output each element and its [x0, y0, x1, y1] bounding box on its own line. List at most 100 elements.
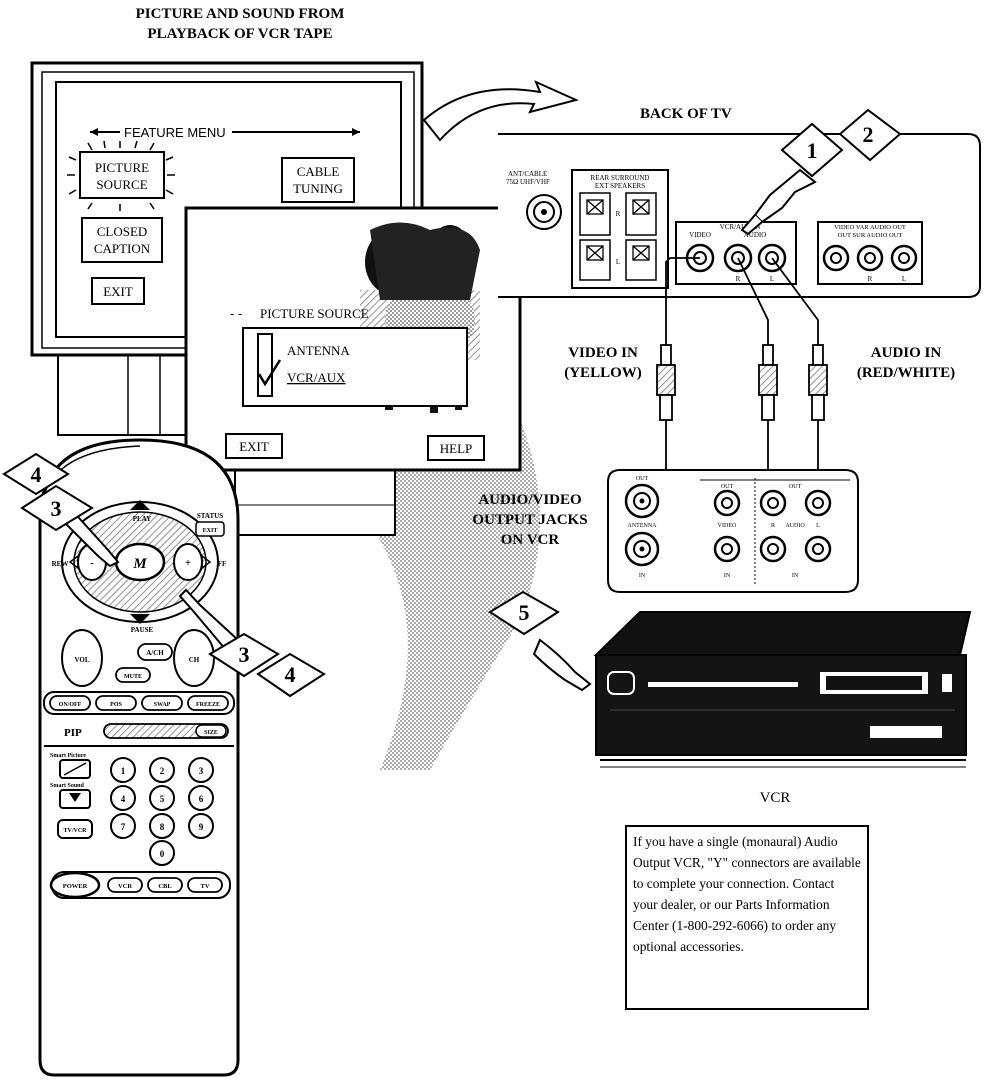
remote-pause-label: PAUSE: [131, 626, 154, 634]
rca-plug-video: [657, 345, 675, 420]
feature-menu-title: FEATURE MENU: [124, 125, 226, 140]
remote-key-6[interactable]: 6: [199, 794, 204, 804]
picture-source-popup: - - PICTURE SOURCE ANTENNA VCR/AUX EXIT …: [186, 208, 520, 470]
remote-ach-label: A/CH: [146, 649, 164, 657]
video-in-line2: (YELLOW): [548, 363, 658, 383]
cable-tuning-line2: TUNING: [293, 181, 343, 196]
remote-play-label: PLAY: [133, 515, 151, 523]
vcr-video-label: VIDEO: [718, 523, 737, 529]
remote-key-7[interactable]: 7: [121, 822, 126, 832]
closed-caption-line1: CLOSED: [97, 224, 148, 239]
remote-menu-label: M: [132, 556, 147, 572]
remote-key-2[interactable]: 2: [160, 766, 165, 776]
popup-title: PICTURE SOURCE: [260, 306, 369, 321]
remote-key-0[interactable]: 0: [160, 849, 165, 859]
rear-surround-sub: EXT SPEAKERS: [595, 182, 645, 190]
audio-in-label: AUDIO IN (RED/WHITE): [836, 343, 976, 383]
vcr-jack-panel: OUT ANTENNA IN OUT OUT VIDEO R AUDIO L: [608, 470, 858, 592]
vcr-antenna-label: ANTENNA: [628, 523, 658, 529]
remote-pip-onoff-label: ON/OFF: [59, 702, 82, 708]
vcr-audio-l-label: L: [816, 523, 820, 529]
step-4a-number: 4: [31, 462, 42, 487]
ant-cable-sub: 75Ω UHF/VHF: [506, 178, 550, 186]
remote-exit-label: EXIT: [203, 528, 218, 534]
svg-text:IN: IN: [792, 573, 799, 579]
svg-text:OUT: OUT: [789, 484, 802, 490]
ant-cable-label: ANT/CABLE: [508, 170, 547, 178]
video-in-label: VIDEO IN (YELLOW): [548, 343, 658, 383]
remote-pip-swap-label: SWAP: [154, 702, 171, 708]
remote-ff-label: FF: [218, 560, 227, 568]
vcr-jacks-caption-line3: ON VCR: [455, 530, 605, 550]
rear-l-label: L: [616, 258, 620, 266]
step-4b-number: 4: [285, 662, 296, 687]
remote-plus-label: +: [185, 557, 191, 569]
vcr-video-out-jack[interactable]: [715, 491, 739, 515]
curved-arrow-icon: [424, 82, 576, 140]
step-5-number: 5: [519, 600, 530, 625]
tv-output-sub: OUT SUR AUDIO OUT: [838, 232, 903, 239]
picture-source-line1: PICTURE: [95, 160, 149, 175]
vcr-jacks-caption-line2: OUTPUT JACKS: [455, 510, 605, 530]
remote-ch-label: CH: [189, 656, 200, 664]
remote-key-8[interactable]: 8: [160, 822, 165, 832]
svg-text:- -: - -: [230, 306, 242, 321]
remote-rew-label: REW: [52, 560, 69, 568]
vcr-audio-r-label: R: [771, 523, 775, 529]
remote-tv-label: TV: [200, 883, 209, 890]
tv-output-label: VIDEO VAR AUDIO OUT: [834, 224, 906, 231]
remote-minus-label: -: [90, 557, 94, 569]
remote-power-label: POWER: [63, 883, 88, 890]
vcr-in-label-ant: IN: [639, 573, 646, 579]
tv-audio-r-label: R: [736, 275, 741, 283]
tv-exit-label: EXIT: [103, 284, 133, 299]
svg-text:L: L: [902, 275, 906, 283]
remote-key-5[interactable]: 5: [160, 794, 165, 804]
step-1-number: 1: [807, 138, 818, 163]
remote-vcr-label: VCR: [118, 883, 132, 890]
svg-text:R: R: [868, 275, 873, 283]
option-vcr-aux[interactable]: VCR/AUX: [287, 370, 346, 385]
remote-status-label: STATUS: [197, 512, 223, 520]
rear-r-label: R: [616, 210, 621, 218]
tv-back-panel: ANT/CABLE 75Ω UHF/VHF REAR SURROUND EXT …: [498, 134, 980, 297]
svg-text:OUT: OUT: [721, 484, 734, 490]
closed-caption-line2: CAPTION: [94, 241, 151, 256]
hand-pointer-icon-vcr: [534, 640, 590, 690]
vcr-label: VCR: [740, 788, 810, 808]
rear-surround-label: REAR SURROUND: [591, 174, 650, 182]
option-antenna[interactable]: ANTENNA: [287, 343, 350, 358]
audio-in-line1: AUDIO IN: [836, 343, 976, 363]
vcr-audio-l-out-jack[interactable]: [806, 491, 830, 515]
remote-key-4[interactable]: 4: [121, 794, 126, 804]
vcr-aux-video-label: VIDEO: [689, 231, 711, 239]
vcr-jacks-caption: AUDIO/VIDEO OUTPUT JACKS ON VCR: [455, 490, 605, 550]
vcr-audio-r-out-jack[interactable]: [761, 491, 785, 515]
monaural-note: If you have a single (monaural) Audio Ou…: [625, 825, 869, 1010]
vcr-out-label-ant: OUT: [636, 476, 649, 482]
step-3a-number: 3: [51, 496, 62, 521]
remote-key-1[interactable]: 1: [121, 766, 126, 776]
remote-pip-freeze-label: FREEZE: [196, 702, 220, 708]
tv-input-jacks: [687, 245, 785, 271]
tv-audio-l-label: L: [770, 275, 774, 283]
remote-key-9[interactable]: 9: [199, 822, 204, 832]
remote-tv-vcr-label: TV/VCR: [63, 828, 87, 834]
remote-size-label: SIZE: [204, 730, 218, 736]
vcr-unit: [596, 612, 970, 767]
popup-exit-label: EXIT: [239, 439, 269, 454]
vcr-audio-label: AUDIO: [785, 523, 805, 529]
svg-text:IN: IN: [724, 573, 731, 579]
rca-plug-audio-r: [759, 345, 777, 420]
remote-key-3[interactable]: 3: [199, 766, 204, 776]
picture-source-line2: SOURCE: [96, 177, 147, 192]
cable-tuning-line1: CABLE: [297, 164, 340, 179]
remote-smart-sound-label: Smart Sound: [50, 783, 85, 789]
remote-pip-label: PIP: [64, 727, 82, 739]
remote-pip-pos-label: POS: [110, 702, 122, 708]
vcr-jacks-caption-line1: AUDIO/VIDEO: [455, 490, 605, 510]
audio-in-line2: (RED/WHITE): [836, 363, 976, 383]
popup-help-label: HELP: [440, 441, 473, 456]
remote-smart-picture-label: Smart Picture: [50, 753, 86, 759]
